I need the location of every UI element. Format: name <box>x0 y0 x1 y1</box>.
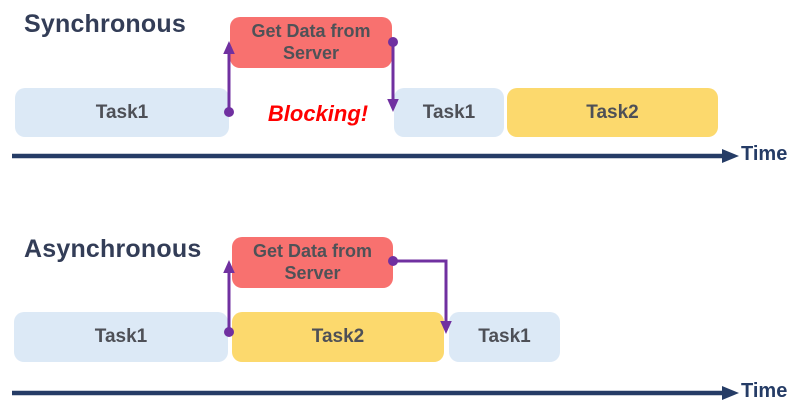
async-task2-box: Task2 <box>232 312 444 362</box>
blocking-annotation: Blocking! <box>267 101 369 126</box>
async-time-axis-label: Time <box>741 380 788 402</box>
sync-task1-box: Task1 <box>15 88 229 137</box>
sync-get-data-from-server-box: Get Data from Server <box>230 17 392 68</box>
async-task1-resume-box: Task1 <box>449 312 560 362</box>
sync-time-axis-label: Time <box>741 143 788 165</box>
sync-time-axis-arrow <box>12 149 739 163</box>
synchronous-section-title: Synchronous <box>24 10 186 38</box>
sync-task2-box: Task2 <box>507 88 718 137</box>
sync-task1-resume-box: Task1 <box>394 88 504 137</box>
async-get-data-from-server-box: Get Data from Server <box>232 237 393 288</box>
async-time-axis-arrow <box>12 386 739 400</box>
async-task1-box: Task1 <box>14 312 228 362</box>
asynchronous-section-title: Asynchronous <box>24 235 202 263</box>
